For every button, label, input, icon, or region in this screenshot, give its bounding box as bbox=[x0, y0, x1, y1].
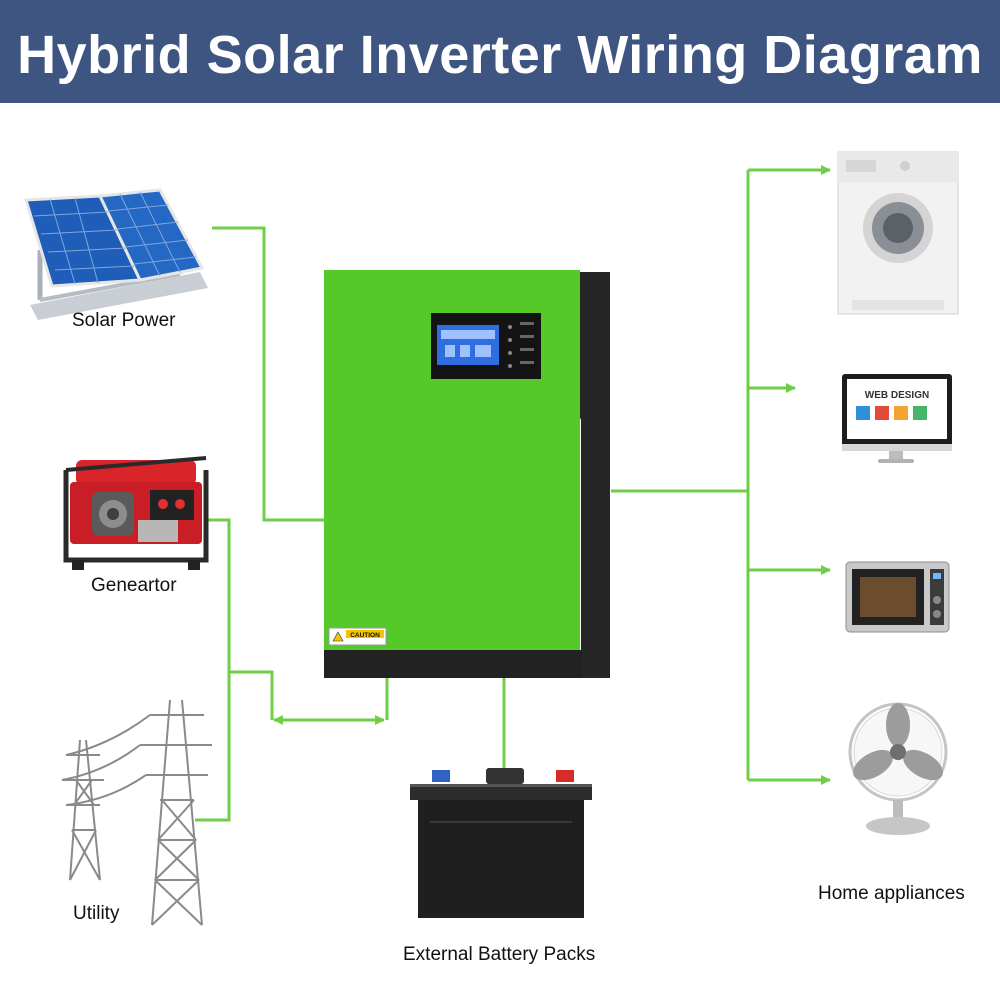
battery-label: External Battery Packs bbox=[403, 944, 596, 965]
washing-machine-icon bbox=[837, 151, 959, 315]
utility-tower-icon bbox=[61, 699, 212, 926]
wires bbox=[195, 165, 831, 822]
caution-text: CAUTION bbox=[350, 632, 380, 639]
monitor-screen-text: WEB DESIGN bbox=[865, 390, 929, 401]
hybrid-inverter: CAUTION bbox=[324, 270, 610, 678]
generator-icon bbox=[63, 456, 209, 570]
monitor-icon: WEB DESIGN bbox=[842, 374, 952, 463]
microwave-icon bbox=[845, 561, 950, 633]
solar-panel-icon bbox=[24, 188, 208, 320]
utility-label: Utility bbox=[73, 903, 120, 924]
solar-power-label: Solar Power bbox=[72, 310, 176, 331]
generator-wire bbox=[195, 518, 231, 822]
solar-wire bbox=[212, 226, 324, 522]
generator-label: Geneartor bbox=[91, 575, 177, 596]
grid-wire bbox=[229, 670, 274, 720]
home-appliances-label: Home appliances bbox=[818, 883, 965, 904]
page-title: Hybrid Solar Inverter Wiring Diagram bbox=[17, 25, 983, 85]
fan-icon bbox=[848, 702, 948, 835]
battery-icon bbox=[410, 768, 592, 918]
title-bar: Hybrid Solar Inverter Wiring Diagram bbox=[0, 0, 1000, 103]
